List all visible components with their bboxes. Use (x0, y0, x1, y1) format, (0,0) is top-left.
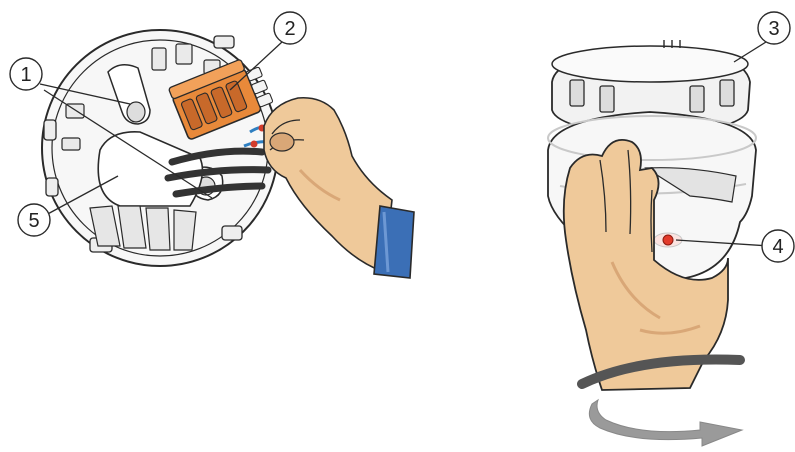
twisting-hand-icon (562, 138, 745, 391)
callout-label: 1 (20, 64, 31, 86)
indicator-led-icon (662, 234, 674, 246)
leader-lines (39, 41, 771, 247)
callout-2: 2 (273, 11, 307, 45)
callout-4: 4 (761, 229, 795, 263)
terminal-block-icon (168, 59, 277, 148)
callout-label: 3 (768, 18, 779, 40)
callout-1: 1 (9, 57, 43, 91)
wiring-hand-icon (263, 96, 415, 279)
callout-3: 3 (757, 11, 791, 45)
callout-label: 4 (772, 236, 783, 258)
callout-5: 5 (17, 203, 51, 237)
callout-label: 2 (284, 18, 295, 40)
rotation-arrow-icon (588, 398, 744, 447)
callout-label: 5 (28, 210, 39, 232)
